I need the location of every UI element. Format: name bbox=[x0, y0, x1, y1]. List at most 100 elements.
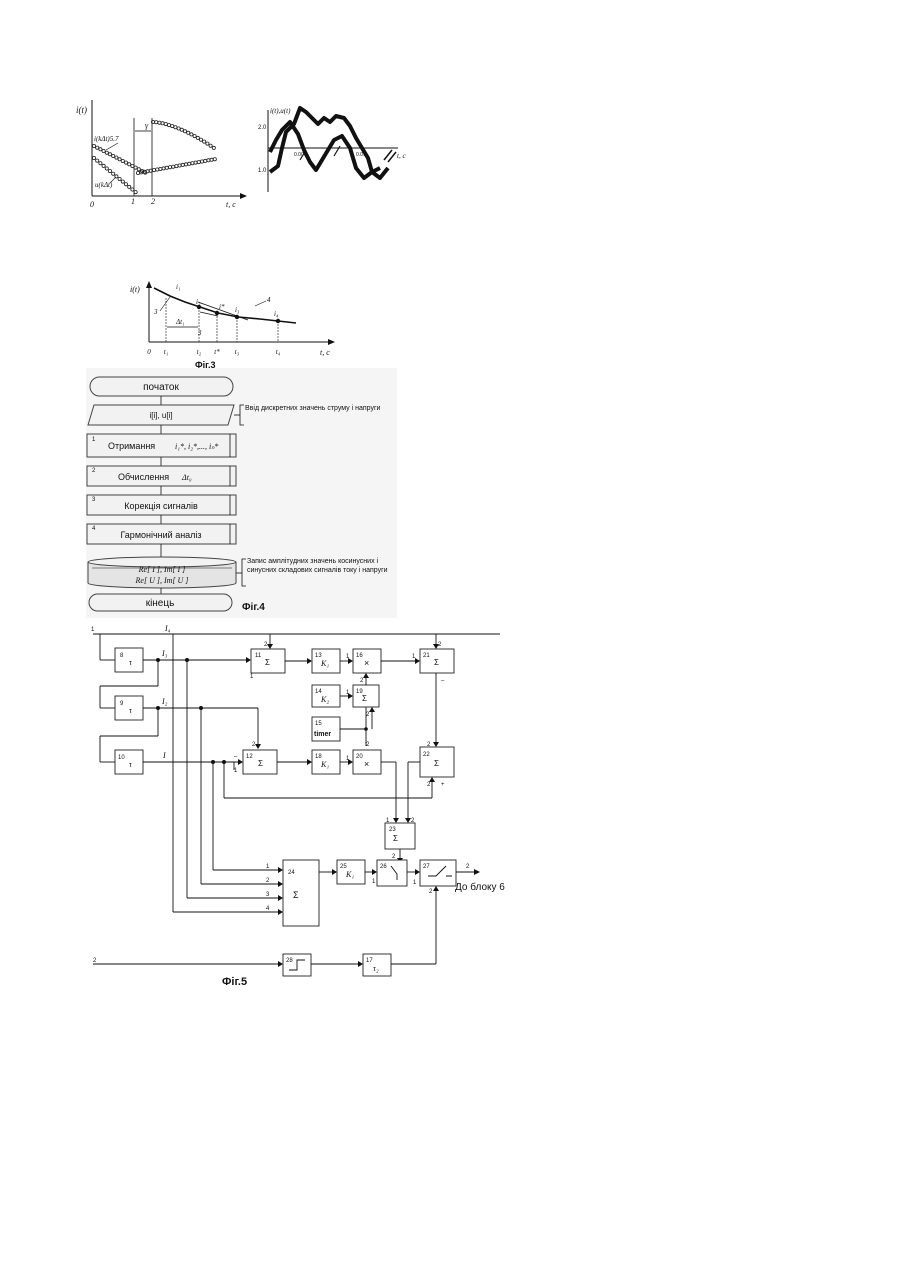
fig3-point-i1: i₁ bbox=[176, 283, 180, 291]
fig1-curve-dot bbox=[177, 127, 180, 130]
fig1-curve-dot bbox=[194, 161, 197, 164]
fig3-point-i4: i₄ bbox=[274, 310, 279, 318]
fig1-curve-dot bbox=[199, 138, 202, 141]
fig1-curve-dot bbox=[124, 161, 127, 164]
fig1-curve-dot bbox=[167, 124, 170, 127]
fig4-storage-disk: Re[ I ], Im[ I ] Re[ U ], Im[ U ] bbox=[88, 557, 236, 588]
fig1-curve-dot bbox=[134, 166, 137, 169]
fig5-block-24-sym: Σ bbox=[293, 890, 299, 900]
fig5-block-21-sym: Σ bbox=[434, 658, 439, 667]
fig5-block-28-num: 28 bbox=[286, 958, 293, 964]
fig1-curve-dot bbox=[188, 162, 191, 165]
fig1-curve-dot bbox=[102, 149, 105, 152]
fig1-curve-dot bbox=[187, 131, 190, 134]
svg-text:2: 2 bbox=[252, 742, 256, 748]
svg-text:2: 2 bbox=[427, 782, 431, 788]
fig4-step-1-label: Отримання bbox=[108, 441, 155, 451]
fig4-store-line1: Re[ I ], Im[ I ] bbox=[138, 565, 186, 574]
fig1-curve-dot bbox=[99, 148, 102, 151]
fig3-xtick-t1: t₁ bbox=[164, 348, 168, 356]
fig1-curve-dot bbox=[99, 162, 102, 165]
fig3-xtick-0: 0 bbox=[147, 348, 151, 356]
fig4-caption: Фіг.4 bbox=[242, 602, 265, 613]
fig5-block-23-num: 23 bbox=[389, 827, 396, 833]
fig5-block-25-sym: K₁ bbox=[345, 870, 354, 879]
fig3-graph: i(t) t, c 4 3 3 Δt₁ i₁ i₂ i* i₃ i₄ 0 t₁ … bbox=[130, 281, 335, 370]
fig1-right-ytick-0: 2.0 bbox=[258, 125, 267, 131]
fig1-curve-dot bbox=[96, 159, 99, 162]
svg-text:2: 2 bbox=[366, 742, 370, 748]
fig1-curve-dot bbox=[105, 167, 108, 170]
fig5-block-20-num: 20 bbox=[356, 754, 363, 760]
fig4-step-3-label: Корекція сигналів bbox=[124, 501, 198, 511]
fig3-line-label-3a: 3 bbox=[153, 308, 158, 316]
fig1-left-y-label: i(t) bbox=[76, 105, 87, 115]
fig1-curve-dot bbox=[162, 167, 165, 170]
svg-text:2: 2 bbox=[438, 642, 442, 648]
fig1-right-ytick-1: 1.0 bbox=[258, 168, 267, 174]
fig1-curve-dot bbox=[191, 162, 194, 165]
fig5-block-22-sym: Σ bbox=[434, 759, 439, 768]
fig1-curve-dot bbox=[213, 158, 216, 161]
fig5-block-13-sym: K₁ bbox=[320, 659, 329, 668]
fig3-line-label-4: 4 bbox=[267, 296, 271, 304]
fig1-curve-dot bbox=[204, 159, 207, 162]
fig1-curve-dot bbox=[207, 159, 210, 162]
fig1-curve-dot bbox=[168, 166, 171, 169]
fig4-input-label: i[i], u[i] bbox=[149, 411, 172, 420]
svg-text:3: 3 bbox=[266, 892, 270, 898]
fig4-step-2-math: Δt₀ bbox=[181, 473, 192, 482]
svg-text:2: 2 bbox=[466, 864, 470, 870]
fig1-curve-dot bbox=[102, 164, 105, 167]
svg-text:1: 1 bbox=[266, 864, 270, 870]
fig5-block-26-num: 26 bbox=[380, 864, 387, 870]
fig1-curve-dot bbox=[155, 121, 158, 124]
fig1-left-tick-1: 1 bbox=[131, 197, 135, 206]
fig1-curve-dot bbox=[108, 170, 111, 173]
fig1-curve-dot bbox=[181, 163, 184, 166]
svg-text:2: 2 bbox=[360, 678, 364, 684]
fig5-block-16-num: 16 bbox=[356, 653, 363, 659]
fig1-curve-dot bbox=[193, 135, 196, 138]
fig1-curve-dot bbox=[128, 163, 131, 166]
fig1-curve-dot bbox=[159, 167, 162, 170]
fig5-block-21-num: 21 bbox=[423, 653, 430, 659]
fig5-block-19-sym: Σ bbox=[362, 694, 367, 703]
fig1-curve-dot bbox=[121, 159, 124, 162]
fig5-block-12-num: 12 bbox=[246, 754, 253, 760]
fig5-block-11-sym: Σ bbox=[265, 658, 270, 667]
fig1-curve-dot bbox=[118, 177, 121, 180]
fig4-store-note: Запис амплітудних значень косинусних і с… bbox=[247, 557, 397, 575]
svg-text:–: – bbox=[441, 678, 445, 684]
fig1-left-tick-2: 2 bbox=[151, 197, 155, 206]
svg-text:+: + bbox=[441, 782, 445, 788]
svg-text:4: 4 bbox=[266, 906, 270, 912]
fig1-curve-dot bbox=[115, 175, 118, 178]
fig1-curve-dot bbox=[174, 126, 177, 129]
fig1-curve-dot bbox=[175, 165, 178, 168]
fig4-store-line2: Re[ U ], Im[ U ] bbox=[135, 576, 189, 585]
fig3-x-label: t, c bbox=[320, 348, 330, 357]
svg-text:1: 1 bbox=[91, 627, 95, 633]
fig1-curve-dot bbox=[158, 121, 161, 124]
svg-text:1: 1 bbox=[372, 879, 376, 885]
fig5-block-10-sym: τ bbox=[129, 762, 132, 769]
fig1-curve-dot bbox=[210, 158, 213, 161]
fig5-caption: Фіг.5 bbox=[222, 976, 247, 988]
fig1-curve-dot bbox=[105, 151, 108, 154]
fig4-step-1-math: i₁*, i₂*,..., iₙ* bbox=[175, 442, 218, 451]
fig5-block-22-num: 22 bbox=[423, 752, 430, 758]
fig5-block-9-sym: τ bbox=[129, 708, 132, 715]
fig1-curve-dot bbox=[161, 122, 164, 125]
fig3-delta-label: Δt₁ bbox=[175, 318, 185, 326]
svg-text:2: 2 bbox=[264, 642, 268, 648]
fig1-left-x-label: t, c bbox=[226, 200, 236, 209]
fig5-block-12-sym: Σ bbox=[258, 759, 263, 768]
fig1-curve-dot bbox=[115, 156, 118, 159]
fig4-flowchart: початок i[i], u[i] Ввід дискретних значе… bbox=[86, 368, 397, 618]
fig3-y-label: i(t) bbox=[130, 285, 140, 294]
fig1-curve-dot bbox=[108, 153, 111, 156]
fig4-step-2-label: Обчислення bbox=[118, 472, 169, 482]
fig5-signal-i2: I₂ bbox=[161, 697, 168, 706]
fig1-curve-dot bbox=[156, 168, 159, 171]
